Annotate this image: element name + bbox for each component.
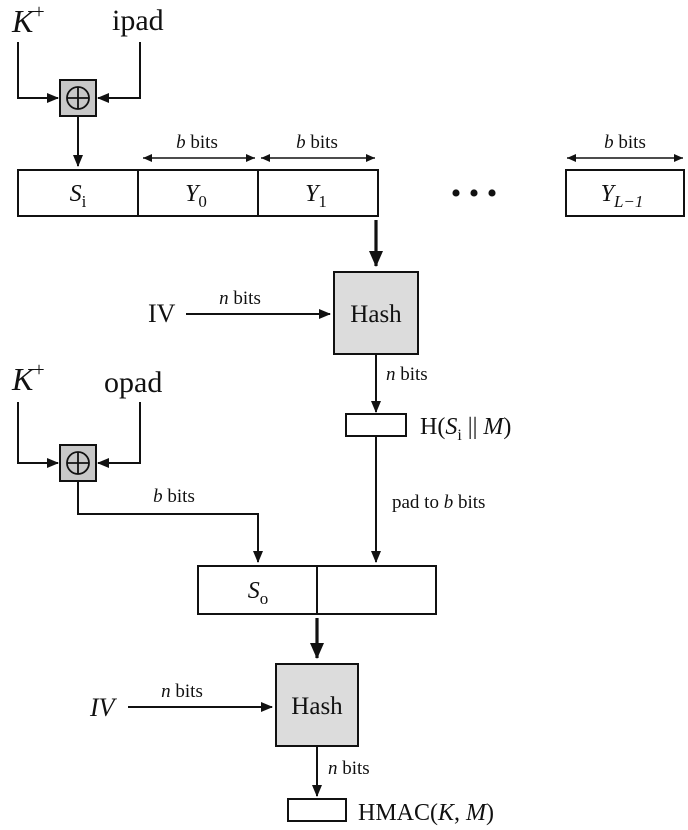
hash-box-outer <box>275 663 359 747</box>
key-label-top: K+ <box>11 1 45 39</box>
opad-to-xor-arrow <box>97 402 141 468</box>
n-bits-label-inner-out: n bits <box>386 364 428 385</box>
xor-icon-top <box>59 79 97 117</box>
block-ylm1: YL−1 <box>601 181 644 211</box>
block-si: Si <box>70 181 87 211</box>
inner-block-row <box>17 169 379 217</box>
n-bits-label-iv-top: n bits <box>219 288 261 309</box>
key-to-xor-bottom-arrow <box>17 402 59 468</box>
opad-label: opad <box>104 366 162 399</box>
block-so: So <box>248 578 269 608</box>
inner-hash-output-label: H(Si || M) <box>420 414 511 444</box>
inner-hash-output-box <box>345 413 407 437</box>
block-ylm1-box <box>565 169 685 217</box>
hash-label-inner: Hash <box>350 301 402 328</box>
hash-label-outer: Hash <box>291 693 343 720</box>
block-y0: Y0 <box>185 181 207 211</box>
block-y1: Y1 <box>305 181 327 211</box>
b-bits-label-opad: b bits <box>153 486 195 507</box>
ipad-label: ipad <box>112 4 164 37</box>
ipad-to-xor-arrow <box>97 42 141 103</box>
pad-to-b-bits-label: pad to b bits <box>392 492 485 513</box>
xor-to-so-arrow <box>77 481 263 563</box>
ellipsis: • • • <box>451 177 498 210</box>
b-bits-label-y1: b bits <box>296 132 338 153</box>
hmac-output-label: HMAC(K, M) <box>358 800 494 826</box>
xor-icon-bottom <box>59 444 97 482</box>
iv-bottom-label: IV <box>89 693 118 722</box>
b-bits-label-y0: b bits <box>176 132 218 153</box>
n-bits-label-iv-bottom: n bits <box>161 681 203 702</box>
n-bits-label-outer-out: n bits <box>328 758 370 779</box>
key-label-bottom: K+ <box>11 359 45 397</box>
key-to-xor-top-arrow <box>17 42 59 103</box>
b-bits-label-ylm1: b bits <box>604 132 646 153</box>
iv-top-label: IV <box>148 299 176 328</box>
hmac-output-box <box>287 798 347 822</box>
